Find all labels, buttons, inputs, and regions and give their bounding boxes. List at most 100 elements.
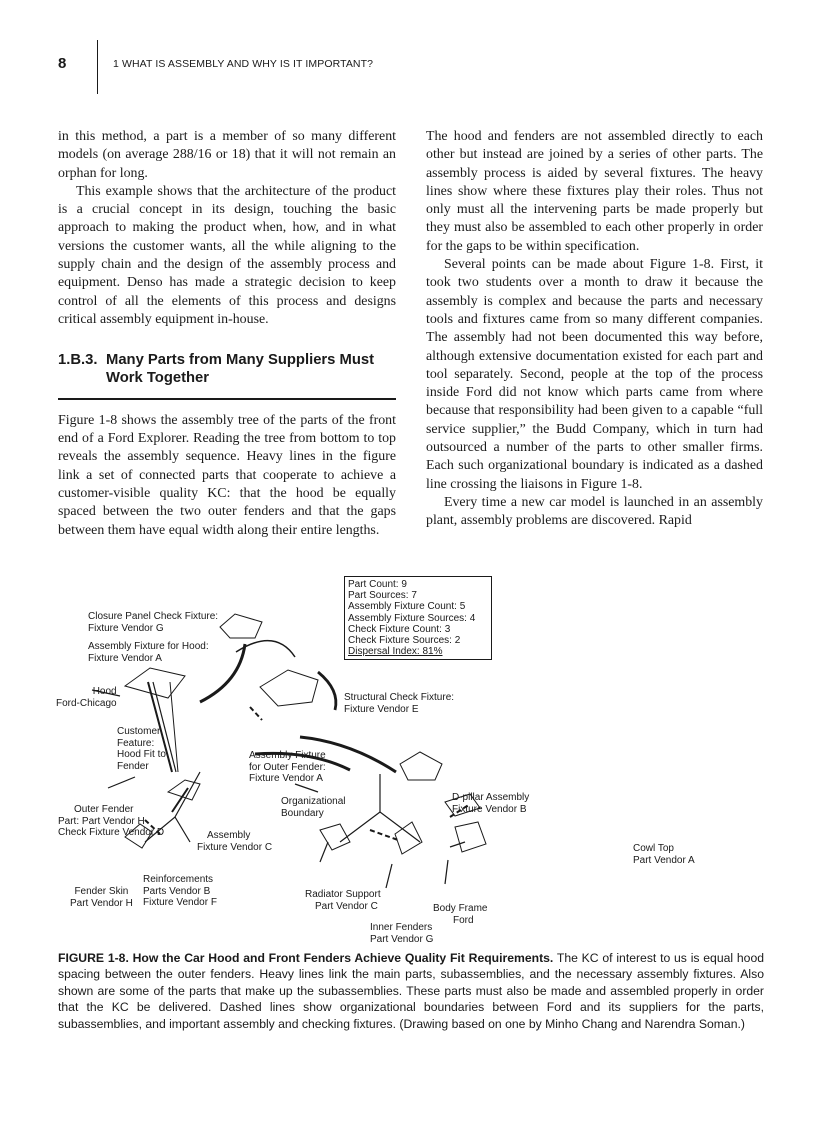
sketch-cowl-top <box>444 793 481 817</box>
arrow-radiator <box>319 841 329 863</box>
dashed-boundary-1 <box>249 706 263 721</box>
info-check-fixture-sources: Check Fixture Sources: 2 <box>348 635 461 647</box>
label-line: Fixture Vendor A <box>88 652 162 664</box>
section-title-line-2: Work Together <box>106 370 210 387</box>
tree-line-left-2 <box>174 771 201 818</box>
sketch-hood <box>123 667 186 699</box>
label-inner-fenders: Inner Fenders Part Vendor G <box>370 922 433 945</box>
label-d-pillar: D-pillar Assembly Fixture Vendor B <box>452 792 529 815</box>
section-heading: 1.B.3. Many Parts from Many Suppliers Mus… <box>58 351 396 387</box>
label-line: Assembly Fixture <box>249 750 326 761</box>
sketch-reinforcements <box>124 823 153 849</box>
sketch-structural-fixture <box>259 669 319 707</box>
label-line: Hood <box>92 686 117 697</box>
label-line: Hood Fit to <box>117 749 166 760</box>
label-line: Feature: <box>117 737 155 749</box>
sketch-outer-fender <box>166 779 201 801</box>
label-line: Assembly Fixture for Hood: <box>88 641 209 652</box>
label-fender-fixture: Assembly Fixture for Outer Fender: Fixtu… <box>249 750 326 785</box>
right-para-1: The hood and fenders are not assembled d… <box>426 129 763 254</box>
label-line: Fixture Vendor C <box>197 841 273 853</box>
arrow-inner-fenders <box>385 863 393 889</box>
arrow-cowl-top <box>449 841 466 848</box>
tree-line-center <box>339 811 421 843</box>
info-check-fixture-count: Check Fixture Count: 3 <box>348 623 451 635</box>
figure-info-box: Part Count: 9 Part Sources: 7 Assembly F… <box>344 576 492 661</box>
heavy-line-customer-feature-3 <box>169 681 179 773</box>
label-line: Customer <box>117 726 161 737</box>
heavy-line-customer-feature <box>147 681 173 773</box>
label-line: Radiator Support <box>305 889 381 900</box>
right-para-3: Every time a new car model is launched i… <box>426 494 763 529</box>
arrow-boundary <box>294 783 319 793</box>
label-line: Fixture Vendor B <box>452 803 527 815</box>
label-line: Part Vendor A <box>633 854 695 866</box>
label-line: Fixture Vendor E <box>344 703 419 715</box>
label-outer-fender: Outer Fender Part: Part Vendor H Check F… <box>58 804 164 839</box>
label-line: Fender <box>117 760 149 772</box>
left-para-2: This example shows that the architecture… <box>58 183 396 327</box>
label-line: Assembly <box>207 830 251 841</box>
left-para-3: Figure 1-8 shows the assembly tree of th… <box>58 412 396 538</box>
caption-label: FIGURE 1-8. How the Car Hood and Front F… <box>58 951 554 965</box>
heavy-line-hood-fixture <box>199 643 247 704</box>
info-assembly-fixture-count: Assembly Fixture Count: 5 <box>348 601 466 613</box>
arrow-body-frame <box>444 859 449 885</box>
heavy-line-structural <box>317 670 338 711</box>
label-radiator-support: Radiator Support Part Vendor C <box>305 889 381 912</box>
label-line: Ford-Chicago <box>56 697 117 709</box>
label-line: Fixture Vendor G <box>88 622 164 634</box>
caption-text: The KC of interest to us is equal hood s… <box>58 951 764 1031</box>
left-column: in this method, a part is a member of so… <box>58 128 396 540</box>
label-fender-skin: Fender Skin Part Vendor H <box>70 886 133 909</box>
label-line: Structural Check Fixture: <box>344 692 455 703</box>
label-line: Outer Fender <box>74 804 134 815</box>
label-line: Part Vendor C <box>315 900 378 912</box>
figure-caption: FIGURE 1-8. How the Car Hood and Front F… <box>58 950 764 1032</box>
label-line: Closure Panel Check Fixture: <box>88 611 219 622</box>
label-line: Cowl Top <box>633 843 674 854</box>
label-line: D-pillar Assembly <box>452 792 530 803</box>
sketch-closure-panel <box>219 613 263 639</box>
running-title: 1 WHAT IS ASSEMBLY AND WHY IS IT IMPORTA… <box>113 58 374 70</box>
label-cowl-top: Cowl Top Part Vendor A <box>633 843 695 866</box>
dashed-boundary-4 <box>144 819 161 835</box>
sketch-inner-fenders <box>394 821 423 855</box>
heavy-line-to-fender-fixture <box>254 751 351 772</box>
info-part-count: Part Count: 9 <box>348 579 407 590</box>
sketch-body-frame <box>454 821 487 853</box>
assembly-tree-figure <box>91 613 487 889</box>
sketch-radiator <box>319 823 351 851</box>
section-title-line-1: Many Parts from Many Suppliers Must <box>106 352 375 369</box>
label-body-frame: Body Frame Ford <box>433 903 487 926</box>
arrow-hood <box>91 689 121 697</box>
label-line: Fender Skin <box>74 886 129 897</box>
label-assembly-fixture-c: Assembly Fixture Vendor C <box>197 830 272 853</box>
info-part-sources: Part Sources: 7 <box>348 590 417 602</box>
heavy-line-to-dpillar <box>299 735 397 774</box>
dashed-boundary-2 <box>369 829 399 841</box>
right-para-2: Several points can be made about Figure … <box>426 257 763 492</box>
section-number: 1.B.3. <box>58 352 98 369</box>
label-org-boundary: Organizational Boundary <box>281 796 345 819</box>
label-line: Parts Vendor B <box>143 885 211 897</box>
label-line: Part Vendor H <box>70 897 133 909</box>
info-assembly-fixture-sources: Assembly Fixture Sources: 4 <box>348 612 476 624</box>
right-column: The hood and fenders are not assembled d… <box>426 128 763 531</box>
label-line: Check Fixture Vendor D <box>58 827 165 838</box>
label-hood: Hood Ford-Chicago <box>56 686 117 709</box>
arrow-outer-fender <box>107 776 136 789</box>
label-customer-feature: Customer Feature: Hood Fit to Fender <box>117 726 166 772</box>
page-number: 8 <box>58 55 67 72</box>
label-line: Part Vendor G <box>370 933 434 945</box>
section-rule <box>58 398 396 400</box>
label-line: Inner Fenders <box>370 922 433 933</box>
label-line: Part: Part Vendor H <box>58 815 145 827</box>
heavy-line-customer-feature-2 <box>152 681 177 773</box>
heavy-line-fender-left <box>171 787 189 813</box>
info-dispersal-index: Dispersal Index: 81% <box>348 646 443 658</box>
label-reinforcements: Reinforcements Parts Vendor B Fixture Ve… <box>143 874 217 909</box>
label-structural-check: Structural Check Fixture: Fixture Vendor… <box>344 692 454 715</box>
sketch-dpillar <box>399 751 443 781</box>
label-closure-panel: Closure Panel Check Fixture: Fixture Ven… <box>88 611 218 634</box>
